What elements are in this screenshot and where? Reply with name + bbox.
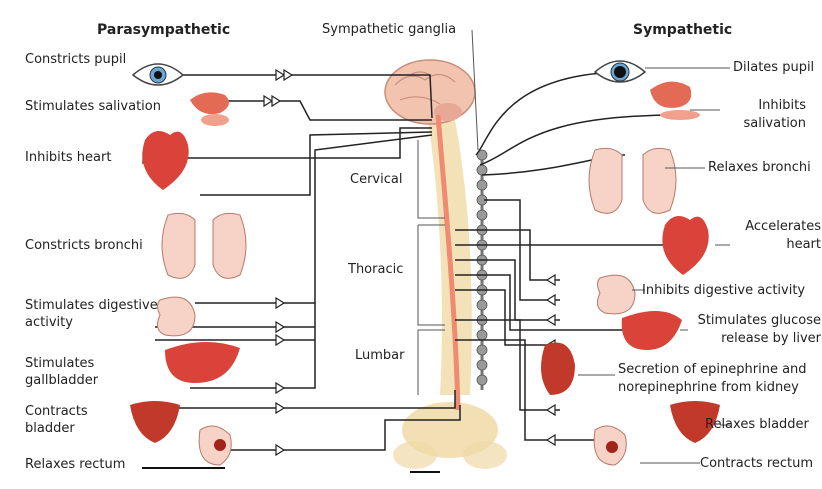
contracts-label: Contracts	[25, 404, 88, 420]
parasympathetic-header: Parasympathetic	[97, 22, 230, 38]
heart-label: heart	[720, 237, 821, 253]
inhibits-digestive-activity-label: Inhibits digestive activity	[642, 283, 805, 299]
eye-right-icon	[595, 61, 645, 82]
accelerates-label: Accelerates	[720, 219, 821, 235]
sympathetic-chain	[477, 150, 487, 390]
bladder-left-icon	[130, 401, 180, 443]
lumbar-label: Lumbar	[355, 348, 404, 364]
brain-illustration	[385, 60, 475, 124]
salivary-gland-left-icon	[190, 92, 229, 126]
stomach-right-icon	[597, 275, 635, 314]
salivation-label: salivation	[740, 116, 806, 132]
cervical-label: Cervical	[350, 172, 402, 188]
sympathetic-ganglia-label: Sympathetic ganglia	[322, 22, 456, 38]
liver-left-icon	[165, 342, 240, 383]
stimulates-glucose-label: Stimulates glucose	[680, 313, 821, 329]
liver-right-icon	[622, 311, 682, 350]
norepinephrine-kidney-label: norepinephrine from kidney	[618, 380, 799, 396]
relaxes-bladder-label: Relaxes bladder	[705, 417, 809, 433]
lungs-left-icon	[162, 213, 246, 278]
relaxes-rectum-label: Relaxes rectum	[25, 457, 125, 473]
kidney-icon	[541, 343, 575, 396]
inhibits-heart-label: Inhibits heart	[25, 150, 111, 166]
stimulates-salivation-label: Stimulates salivation	[25, 99, 161, 115]
activity-label: activity	[25, 315, 73, 331]
dilates-pupil-label: Dilates pupil	[733, 60, 814, 76]
stomach-left-icon	[157, 297, 195, 336]
gallbladder-label: gallbladder	[25, 373, 98, 389]
parasympathetic-pathways	[150, 75, 460, 450]
inhibits-label: Inhibits	[740, 98, 806, 114]
rectum-right-icon	[594, 426, 626, 465]
lungs-right-icon	[589, 148, 676, 213]
salivary-gland-right-icon	[650, 82, 700, 120]
constricts-pupil-label: Constricts pupil	[25, 52, 126, 68]
secretion-epinephrine-label: Secretion of epinephrine and	[618, 362, 807, 378]
contracts-rectum-label: Contracts rectum	[700, 456, 813, 472]
heart-right-icon	[662, 216, 708, 275]
stimulates-label: Stimulates	[25, 356, 94, 372]
bladder-label: bladder	[25, 421, 75, 437]
thoracic-label: Thoracic	[348, 262, 403, 278]
rectum-left-icon	[199, 426, 231, 465]
relaxes-bronchi-label: Relaxes bronchi	[708, 160, 811, 176]
release-by-liver-label: release by liver	[680, 331, 821, 347]
sympathetic-header: Sympathetic	[633, 22, 732, 38]
heart-left-icon	[142, 131, 188, 190]
stimulates-digestive-label: Stimulates digestive	[25, 298, 158, 314]
eye-left-icon	[133, 64, 183, 85]
constricts-bronchi-label: Constricts bronchi	[25, 238, 143, 254]
